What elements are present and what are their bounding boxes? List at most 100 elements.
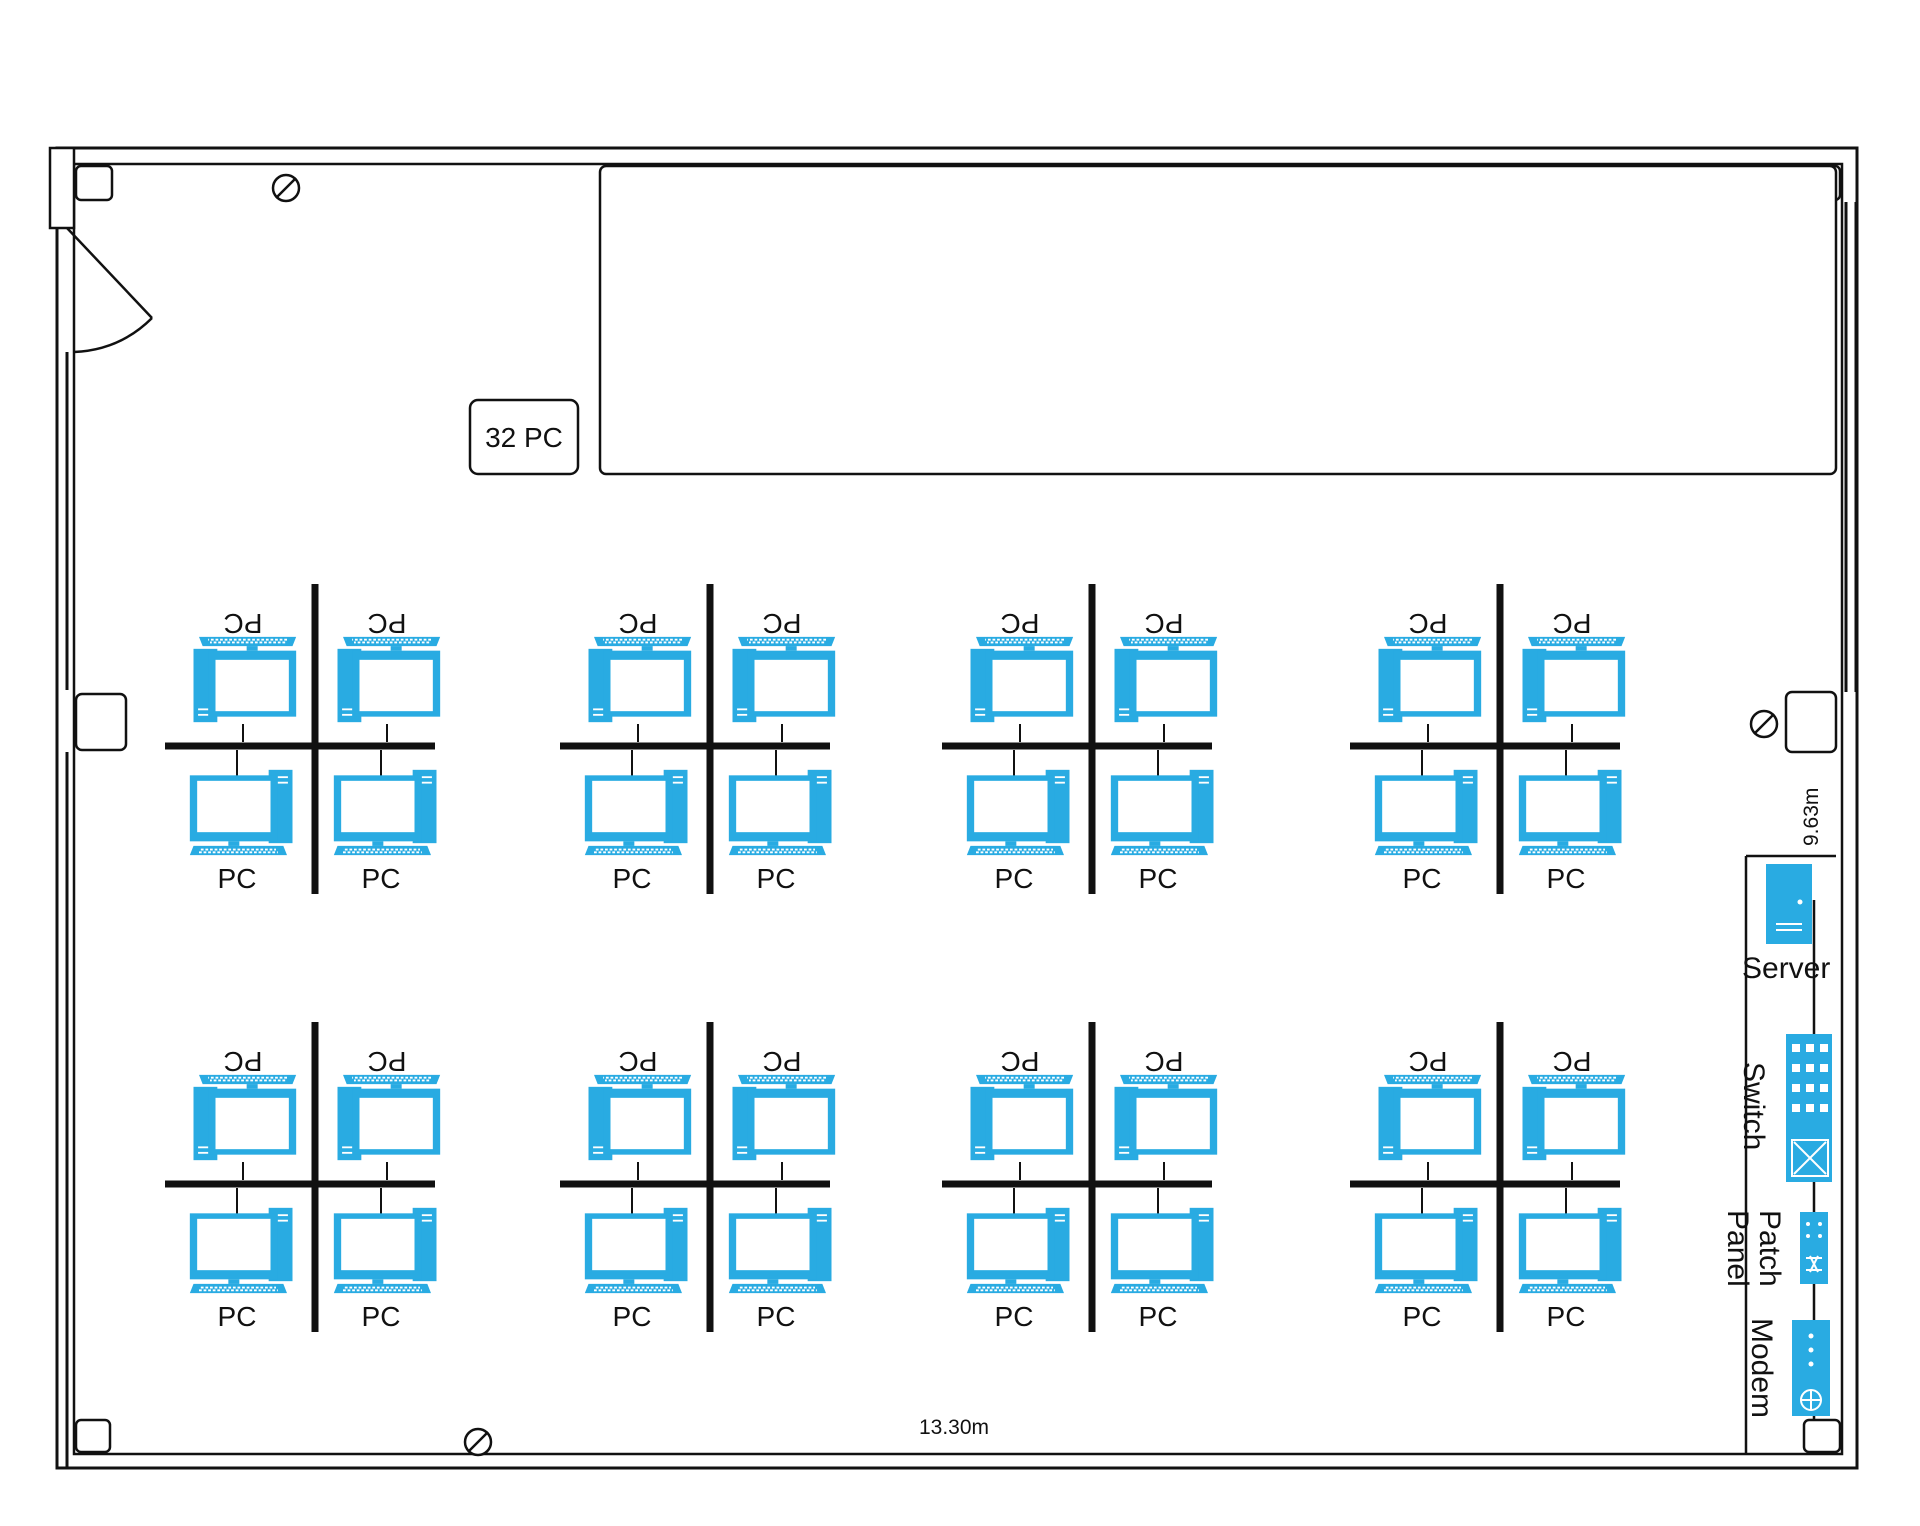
modem-icon (1792, 1320, 1830, 1416)
computer-icon (1109, 1206, 1215, 1295)
computer-icon (332, 768, 438, 857)
server-icon (1766, 864, 1812, 944)
computer-icon (192, 1073, 298, 1162)
computer-icon (1517, 768, 1623, 857)
computer-icon (1377, 635, 1483, 724)
switch-icon (1786, 1034, 1832, 1182)
computer-icon (1521, 635, 1627, 724)
computer-icon (727, 1206, 833, 1295)
pc-label: PC (1001, 1046, 1040, 1077)
workstation: PC (1377, 608, 1483, 742)
capacity-label: 32 PC (485, 422, 563, 453)
pc-label: PC (1547, 863, 1586, 894)
pc-label: PC (368, 608, 407, 639)
workstation: PC (1373, 1188, 1479, 1332)
pc-label: PC (224, 1046, 263, 1077)
workstation-pods: PC PC PC PC PC PC PC PC PC PC PC PC PC PC PC PC PC PC PC PC… (165, 584, 1627, 1332)
pc-label: PC (1409, 1046, 1448, 1077)
pc-label: PC (613, 1301, 652, 1332)
workstation: PC (1521, 608, 1627, 742)
computer-icon (587, 1073, 693, 1162)
computer-icon (1373, 768, 1479, 857)
computer-icon (731, 1073, 837, 1162)
switch-label: Switch (1737, 1062, 1770, 1150)
computer-icon (192, 635, 298, 724)
computer-icon (587, 635, 693, 724)
svg-text:PatchPanel: PatchPanel (1721, 1210, 1786, 1287)
computer-icon (1113, 1073, 1219, 1162)
computer-icon (188, 1206, 294, 1295)
workstation: PC (965, 750, 1071, 894)
computer-icon (1377, 1073, 1483, 1162)
computer-icon (336, 1073, 442, 1162)
pc-label: PC (763, 1046, 802, 1077)
workstation: PC (731, 608, 837, 742)
pc-label: PC (1139, 1301, 1178, 1332)
workstation-pod: PC PC PC PC (942, 584, 1219, 894)
workstation: PC (1113, 608, 1219, 742)
pc-label: PC (1145, 608, 1184, 639)
left-windows (55, 352, 69, 1468)
workstation: PC (1113, 1046, 1219, 1180)
workstation: PC (583, 750, 689, 894)
workstation: PC (727, 750, 833, 894)
workstation-pod: PC PC PC PC (560, 584, 837, 894)
pc-label: PC (757, 863, 796, 894)
computer-icon (1373, 1206, 1479, 1295)
computer-icon (332, 1206, 438, 1295)
width-dimension-label: 13.30m (919, 1416, 989, 1439)
workstation: PC (1109, 1188, 1215, 1332)
workstation: PC (336, 1046, 442, 1180)
pc-label: PC (1139, 863, 1178, 894)
computer-icon (965, 1206, 1071, 1295)
workstation: PC (587, 1046, 693, 1180)
equipment-rack: Server Switch PatchPanel (1721, 854, 1836, 1454)
computer-icon (188, 768, 294, 857)
computer-icon (583, 1206, 689, 1295)
pc-label: PC (224, 608, 263, 639)
modem-label: Modem (1745, 1318, 1778, 1418)
workstation: PC (1521, 1046, 1627, 1180)
pc-label: PC (613, 863, 652, 894)
pc-label: PC (1001, 608, 1040, 639)
pc-label: PC (218, 1301, 257, 1332)
pc-label: PC (619, 608, 658, 639)
pc-label: PC (1553, 608, 1592, 639)
workstation-pod: PC PC PC PC (165, 584, 442, 894)
columns (74, 164, 1842, 1454)
pc-label: PC (763, 608, 802, 639)
computer-icon (336, 635, 442, 724)
capacity-tag: 32 PC (468, 398, 580, 476)
whiteboard-area (598, 164, 1838, 476)
workstation: PC (965, 1188, 1071, 1332)
workstation: PC (1517, 1188, 1623, 1332)
workstation: PC (1377, 1046, 1483, 1180)
workstation: PC (332, 1188, 438, 1332)
computer-icon (583, 768, 689, 857)
workstation: PC (188, 750, 294, 894)
pc-label: PC (757, 1301, 796, 1332)
computer-icon (731, 635, 837, 724)
power-outlet-icon (463, 1427, 493, 1457)
pc-label: PC (218, 863, 257, 894)
computer-icon (1517, 1206, 1623, 1295)
computer-icon (1109, 768, 1215, 857)
power-outlet-icon (1749, 709, 1779, 739)
pc-label: PC (1553, 1046, 1592, 1077)
patch-panel-label: PatchPanel (1721, 1210, 1786, 1287)
workstation: PC (727, 1188, 833, 1332)
workstation-pod: PC PC PC PC (560, 1022, 837, 1332)
workstation-pod: PC PC PC PC (1350, 1022, 1627, 1332)
workstation: PC (192, 1046, 298, 1180)
pc-label: PC (1547, 1301, 1586, 1332)
computer-icon (969, 1073, 1075, 1162)
door-swing-icon (48, 146, 153, 354)
workstation: PC (188, 1188, 294, 1332)
pc-label: PC (362, 863, 401, 894)
pc-label: PC (995, 1301, 1034, 1332)
height-dimension-label: 9.63m (1800, 788, 1823, 846)
computer-icon (969, 635, 1075, 724)
computer-icon (1113, 635, 1219, 724)
